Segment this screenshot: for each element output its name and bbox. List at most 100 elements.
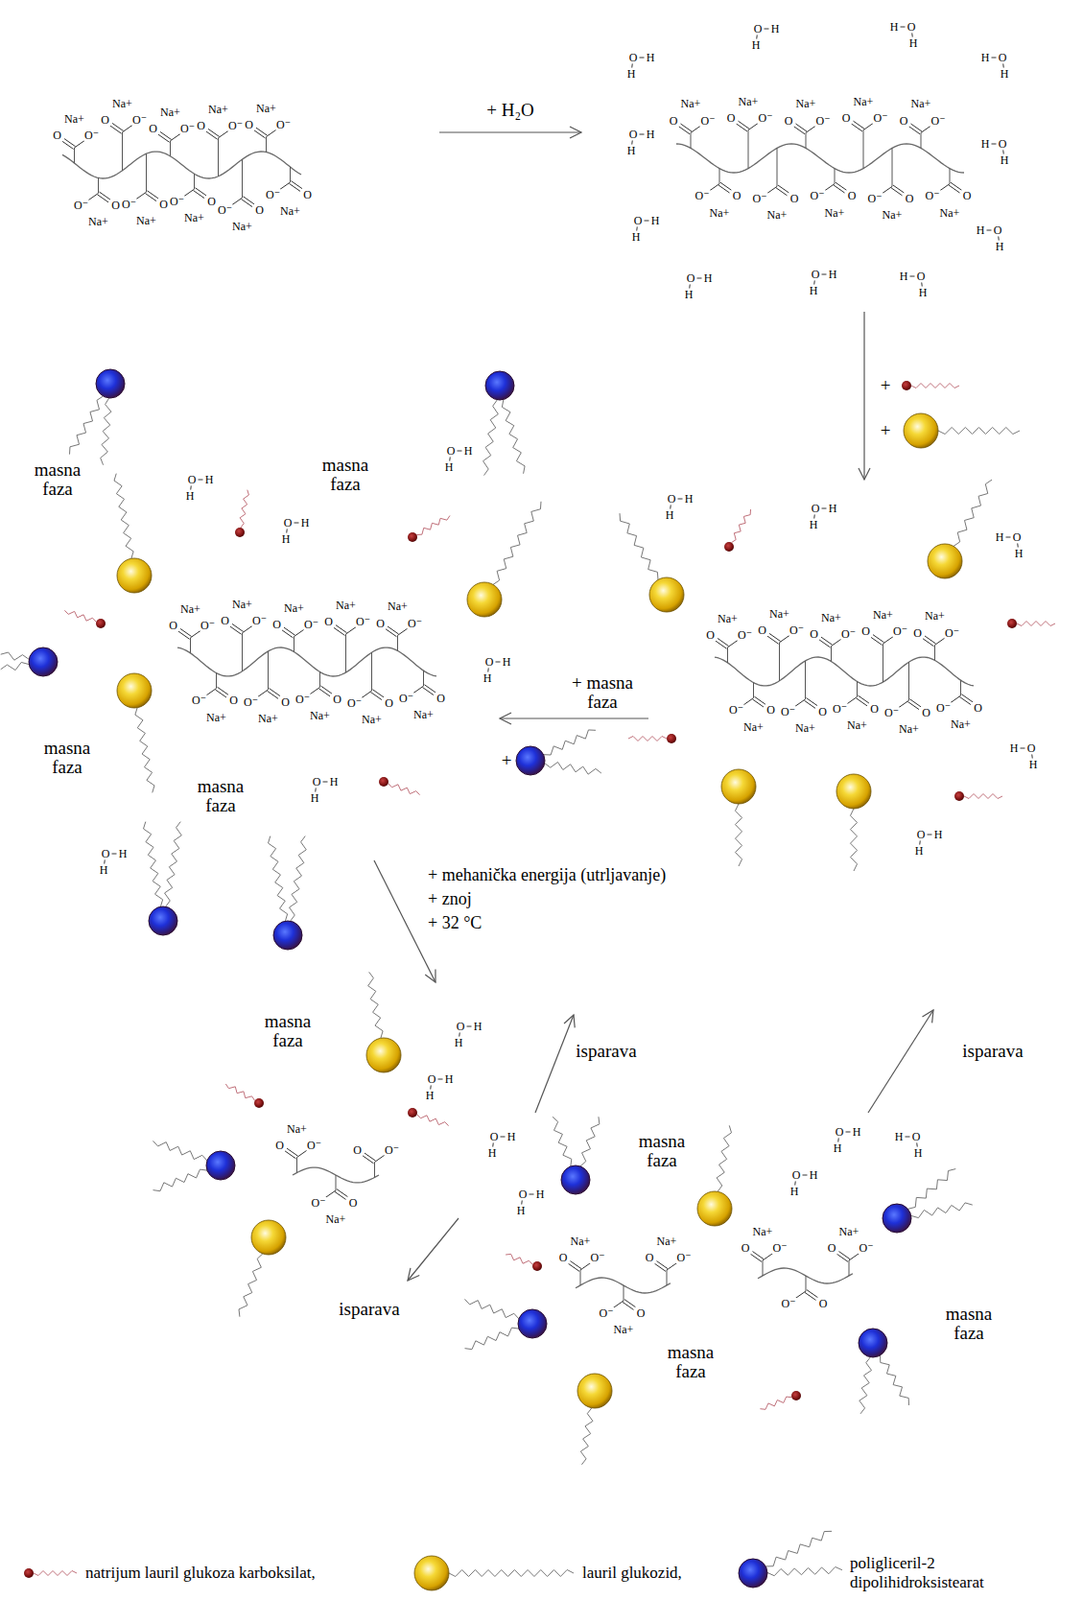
atom-label: O⁻: [779, 1297, 797, 1310]
ion-label: Na+: [612, 1323, 636, 1336]
process-arrow: [535, 1014, 575, 1113]
atom-label: H: [832, 1142, 844, 1154]
ion-label: Na+: [279, 205, 302, 217]
atom-label: H: [98, 864, 110, 876]
head-group: [532, 1261, 542, 1272]
chemical-bond: [655, 1263, 666, 1272]
atom-label: O⁻: [808, 189, 825, 202]
branch-bond: [805, 132, 807, 148]
head-group: [882, 1203, 912, 1233]
branch-bond: [804, 660, 806, 700]
glucoside-surfactant: [114, 473, 152, 593]
chemical-bond: [189, 485, 191, 490]
chemical-bond: [908, 702, 919, 710]
atom-label: H: [444, 461, 455, 473]
glucoside-surfactant: [619, 513, 684, 613]
hydrophobic-tail: [505, 1253, 533, 1265]
arrow-head: [499, 712, 512, 725]
atom-label: O: [817, 706, 828, 718]
hydrophobic-tail: [465, 1298, 519, 1319]
chemical-bond: [294, 522, 300, 524]
atom-label: H: [683, 288, 695, 301]
atom-label: H: [703, 272, 714, 284]
phase-label: masna faza: [189, 776, 252, 816]
branch-bond: [805, 1275, 807, 1292]
atom-label: H: [1013, 547, 1025, 560]
polyglyceryl-emulsifier: [858, 1328, 910, 1414]
atom-label: O: [282, 517, 294, 529]
atom-label: O: [426, 1073, 438, 1085]
atom-label: O: [517, 1188, 529, 1201]
chemical-bond: [857, 695, 869, 704]
polyglyceryl-emulsifier: [153, 1140, 236, 1191]
atom-label: O: [243, 118, 255, 131]
atom-label: O: [997, 138, 1009, 150]
atom-label: H: [1028, 758, 1039, 771]
atom-label: O⁻: [190, 694, 208, 707]
chemical-bond: [429, 1084, 431, 1089]
glucoside-surfactant: [467, 501, 542, 617]
atom-label: O⁻: [383, 1144, 401, 1156]
atom-label: O: [847, 189, 858, 202]
branch-bond: [371, 652, 373, 691]
atom-label: O: [147, 122, 159, 135]
process-label: isparava: [574, 1041, 637, 1061]
chemical-bond: [871, 636, 882, 645]
ion-label: Na+: [231, 598, 254, 611]
phase-label: masna faza: [257, 1012, 319, 1051]
atom-label: O⁻: [227, 119, 244, 132]
branch-bond: [423, 670, 424, 686]
ion-label: Na+: [737, 95, 760, 108]
atom-label: O: [920, 706, 932, 719]
head-group: [407, 1107, 418, 1118]
atom-label: O: [911, 1130, 922, 1143]
hydrophobic-tail: [135, 707, 155, 794]
arrow-shaft: [407, 1218, 459, 1281]
branch-bond: [830, 646, 832, 662]
chemical-bond: [856, 698, 868, 707]
chemical-bond: [457, 450, 463, 452]
atom-label: H: [117, 847, 129, 860]
ion-label: Na+: [838, 1225, 861, 1238]
atom-label: O: [869, 703, 880, 715]
head-group: [666, 733, 677, 744]
arrow-head: [424, 969, 436, 983]
glucoside-surfactant: [721, 769, 756, 867]
chemical-bond: [146, 190, 158, 199]
polymer-backbone: [676, 143, 965, 173]
chemical-bond: [232, 623, 243, 632]
atom-label: O: [110, 199, 121, 212]
atom-label: H: [204, 473, 215, 486]
atom-label: H: [975, 224, 987, 236]
chemical-bond: [755, 34, 757, 39]
chemical-bond: [110, 125, 121, 134]
chemical-bond: [837, 1253, 848, 1262]
ion-label: Na+: [656, 1235, 679, 1248]
branch-bond: [265, 137, 267, 153]
chemical-bond: [145, 193, 157, 202]
chemical-bond: [362, 1155, 374, 1164]
chemical-bond: [371, 692, 382, 701]
chemical-bond: [764, 28, 770, 30]
atom-label: O: [826, 1242, 838, 1254]
carboxylate-surfactant: [235, 490, 249, 538]
chemical-bond: [336, 1189, 348, 1198]
head-group: [516, 746, 545, 776]
atom-label: O: [756, 624, 768, 636]
arrow-shaft: [868, 1010, 934, 1113]
branch-bond: [753, 682, 754, 699]
chemical-bond: [821, 636, 832, 645]
arrow-head: [922, 1010, 935, 1023]
atom-label: O⁻: [831, 703, 848, 715]
branch-bond: [241, 159, 243, 198]
ion-label: Na+: [159, 106, 182, 118]
head-group: [517, 1309, 547, 1339]
branch-bond: [834, 168, 836, 185]
ion-label: Na+: [183, 211, 206, 224]
ion-label: Na+: [716, 612, 739, 625]
atom-label: O⁻: [676, 1251, 693, 1264]
atom-label: O: [484, 656, 495, 668]
chemical-bond: [909, 699, 920, 707]
carboxylate-surfactant: [724, 509, 752, 552]
ion-label: Na+: [708, 207, 731, 219]
